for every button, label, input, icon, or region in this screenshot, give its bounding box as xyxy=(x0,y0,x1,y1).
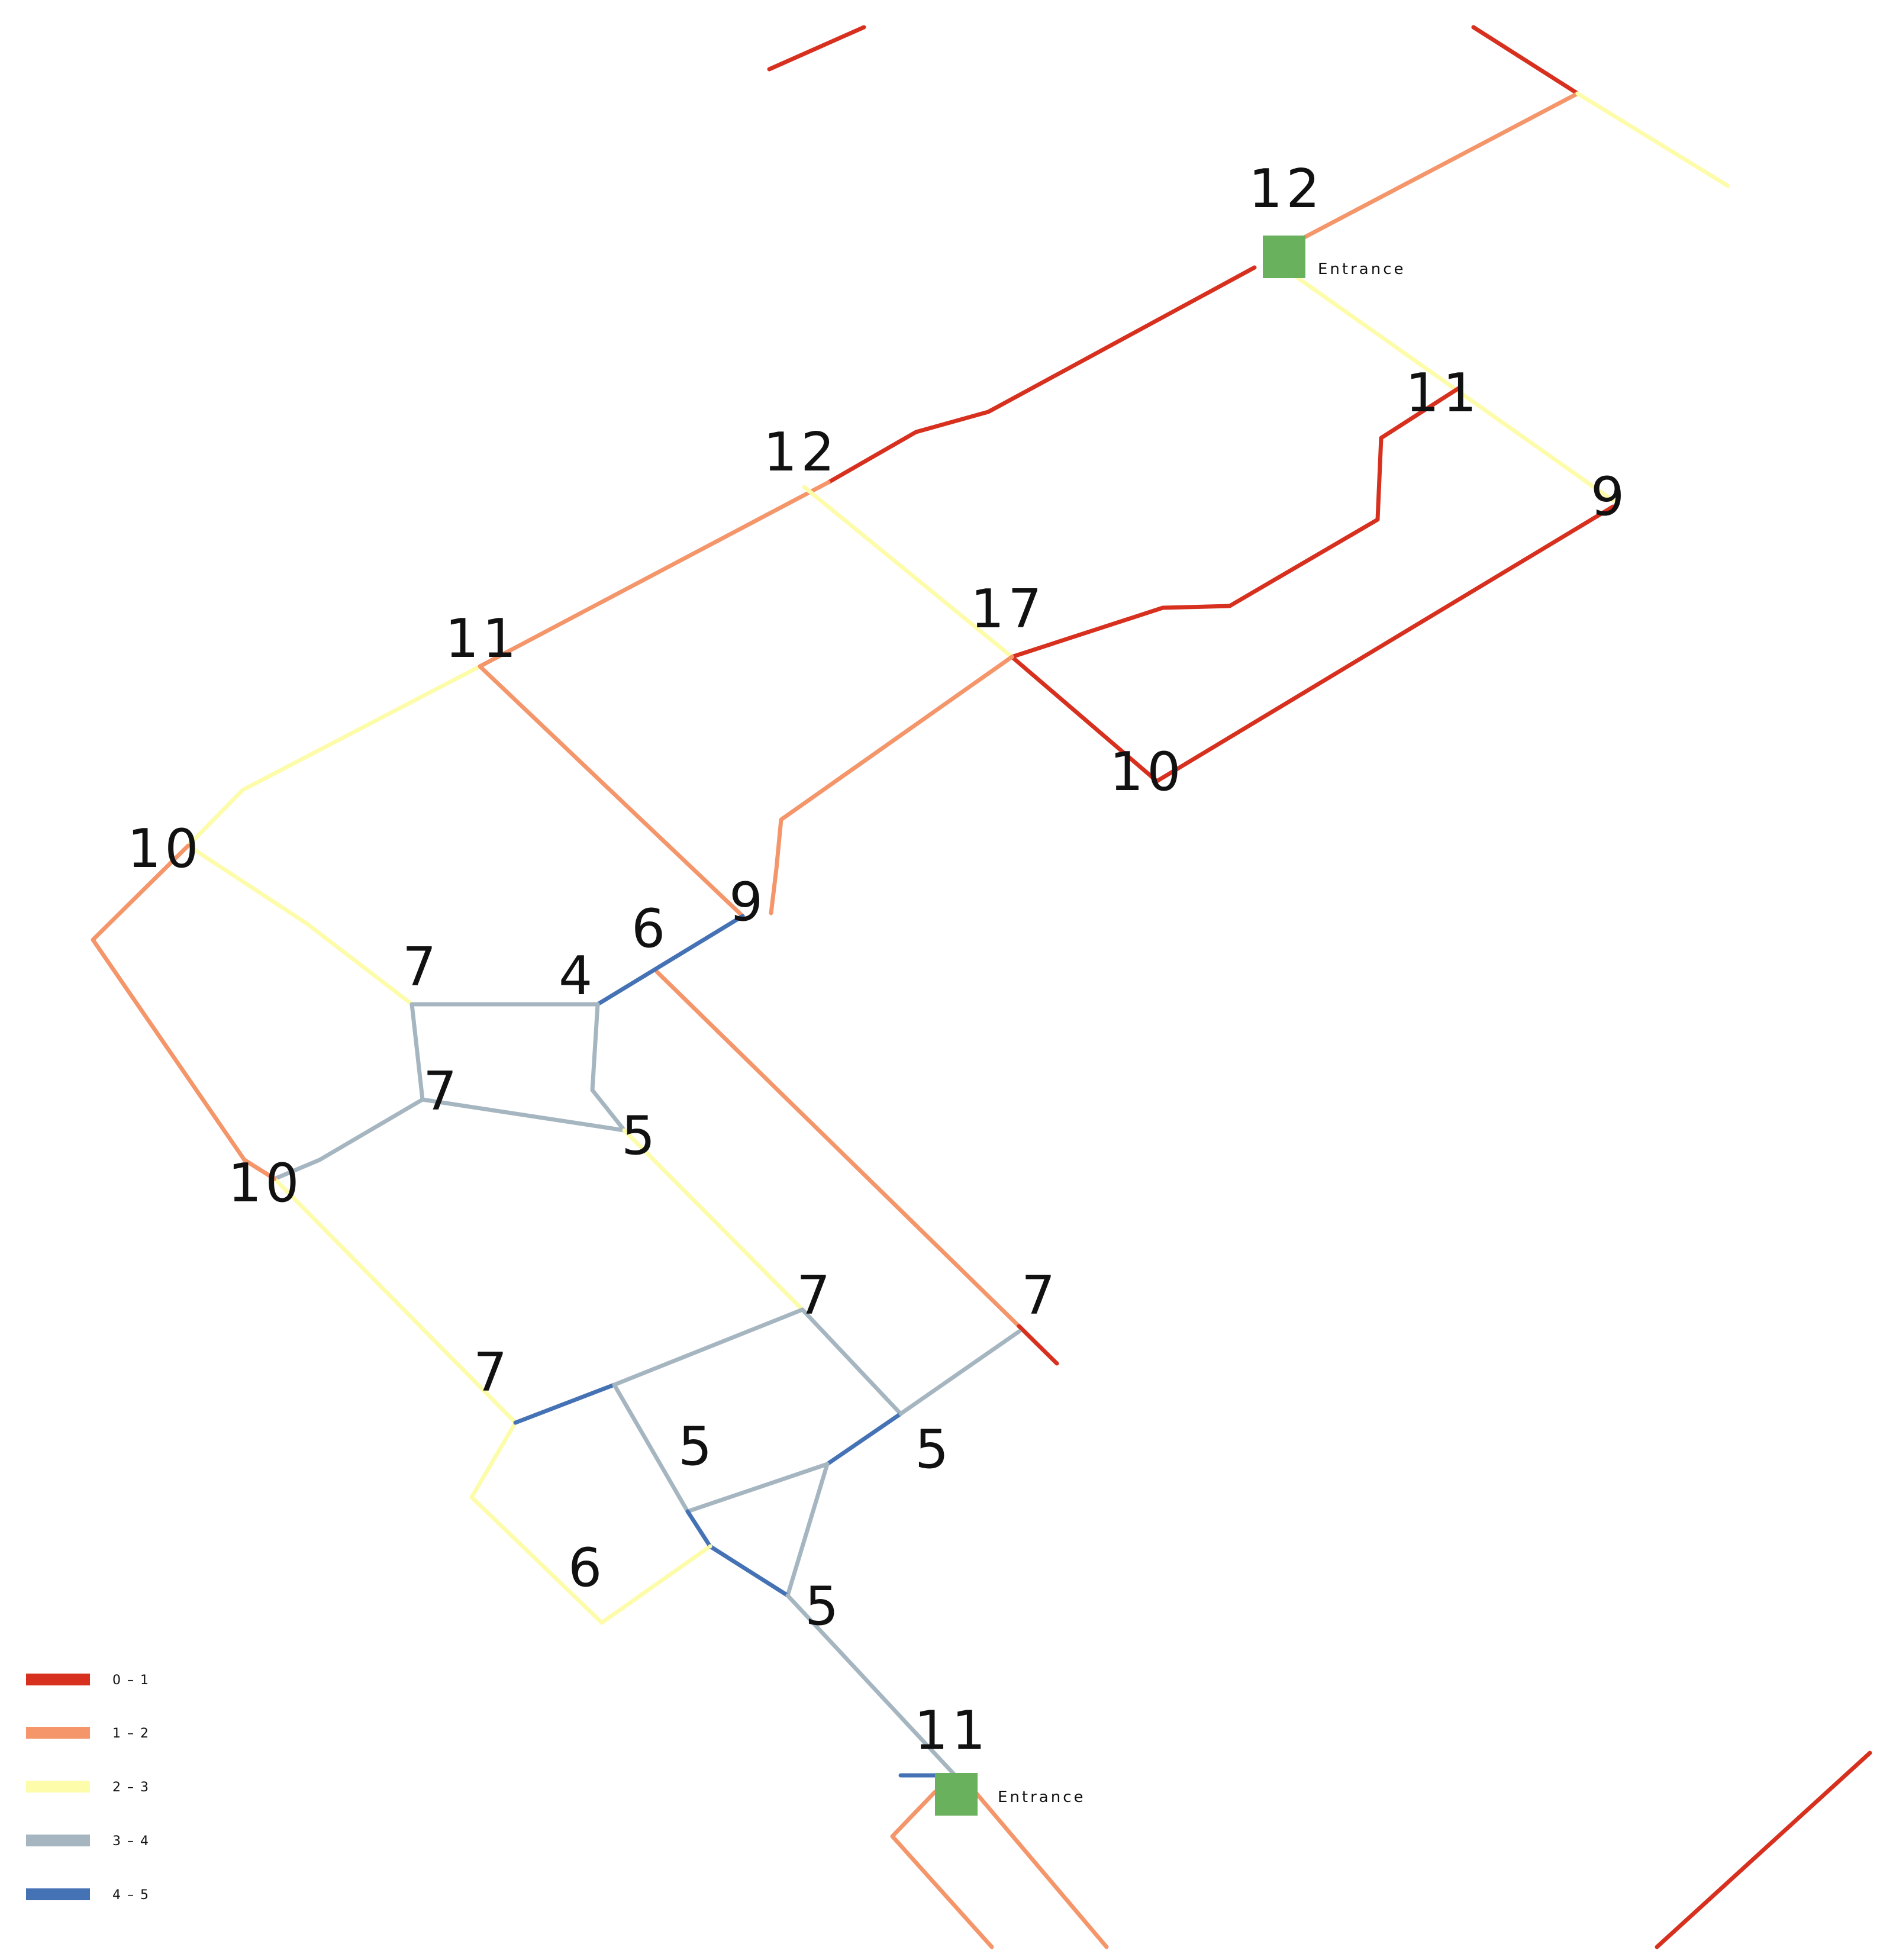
node-value-label: 7 xyxy=(1021,1265,1059,1327)
network-segment[interactable] xyxy=(272,1097,425,1181)
legend-label: 0 – 1 xyxy=(112,1673,150,1688)
entrance-square-icon xyxy=(935,1773,978,1816)
legend-swatch xyxy=(26,1727,90,1739)
legend-entry: 2 – 3 xyxy=(26,1780,150,1795)
legend-entry: 1 – 2 xyxy=(26,1726,150,1741)
network-segment[interactable] xyxy=(186,664,482,848)
network-segment[interactable] xyxy=(91,843,247,1162)
node-value-label: 7 xyxy=(473,1342,511,1404)
network-segment[interactable] xyxy=(898,1329,1021,1416)
network-segment[interactable] xyxy=(272,1176,518,1425)
node-value-label: 11 xyxy=(1405,362,1481,424)
network-segment[interactable] xyxy=(1575,91,1730,188)
node-value-label: 12 xyxy=(763,421,839,483)
legend-swatch xyxy=(26,1835,90,1846)
network-segment[interactable] xyxy=(478,664,745,918)
network-segment[interactable] xyxy=(890,1790,994,1949)
network-segment[interactable] xyxy=(612,1382,690,1514)
network-segment[interactable] xyxy=(478,480,831,669)
network-segment[interactable] xyxy=(1017,1324,1059,1366)
network-segment[interactable] xyxy=(242,1158,277,1181)
network-segment[interactable] xyxy=(469,1420,712,1625)
node-value-label: 7 xyxy=(796,1265,834,1327)
node-value-label: 5 xyxy=(805,1575,842,1637)
network-segment[interactable] xyxy=(1010,504,1615,784)
network-segment[interactable] xyxy=(513,1382,617,1425)
network-segment[interactable] xyxy=(685,1462,830,1598)
network-segment[interactable] xyxy=(1010,386,1461,659)
network-segment[interactable] xyxy=(1471,25,1580,96)
node-value-label: 7 xyxy=(402,936,440,998)
legend-entry: 0 – 1 xyxy=(26,1673,150,1688)
node-value-label: 17 xyxy=(970,578,1046,640)
network-segment[interactable] xyxy=(186,843,414,1007)
network-segment[interactable] xyxy=(973,1790,1109,1949)
entrance-marker[interactable]: Entrance xyxy=(935,1773,1086,1816)
network-segment[interactable] xyxy=(1294,91,1580,244)
network-segment[interactable] xyxy=(595,914,745,1007)
node-value-label: 6 xyxy=(631,898,669,960)
legend-swatch xyxy=(26,1674,90,1685)
network-segment[interactable] xyxy=(409,1002,425,1102)
legend-label: 1 – 2 xyxy=(112,1726,150,1741)
legend-swatch xyxy=(26,1888,90,1900)
network-segment[interactable] xyxy=(612,1307,805,1387)
network-segment[interactable] xyxy=(767,25,866,72)
node-value-label: 9 xyxy=(729,871,766,933)
node-labels: 12 11 9 12 17 11 10 10 9 6 7 4 7 5 10 7 … xyxy=(127,158,1628,1762)
network-segment[interactable] xyxy=(825,1411,903,1466)
node-value-label: 5 xyxy=(915,1419,952,1481)
node-value-label: 5 xyxy=(678,1416,715,1478)
legend-label: 3 – 4 xyxy=(112,1834,150,1849)
node-value-label: 5 xyxy=(621,1105,659,1167)
node-value-label: 11 xyxy=(914,1700,989,1762)
legend: 0 – 1 1 – 2 2 – 3 3 – 4 4 – 5 xyxy=(26,1673,150,1903)
network-segment[interactable] xyxy=(622,1128,805,1312)
network-segment[interactable] xyxy=(826,265,1257,485)
node-value-label: 12 xyxy=(1249,158,1324,220)
legend-swatch xyxy=(26,1781,90,1793)
network-segments xyxy=(91,25,1872,1949)
entrance-marker[interactable]: Entrance xyxy=(1263,236,1406,278)
node-value-label: 11 xyxy=(445,608,520,670)
network-segment[interactable] xyxy=(802,485,1014,659)
node-value-label: 10 xyxy=(127,818,202,880)
node-value-label: 6 xyxy=(568,1537,605,1599)
network-segment[interactable] xyxy=(590,1002,627,1133)
node-value-label: 9 xyxy=(1591,466,1628,528)
legend-entry: 3 – 4 xyxy=(26,1834,150,1849)
network-segment[interactable] xyxy=(654,969,1021,1329)
network-segment[interactable] xyxy=(800,1307,903,1416)
network-segment[interactable] xyxy=(420,1097,627,1133)
network-segment[interactable] xyxy=(785,1593,957,1778)
node-value-label: 4 xyxy=(559,945,596,1007)
network-segment[interactable] xyxy=(769,655,1014,915)
node-value-label: 7 xyxy=(423,1060,460,1123)
entrance-label: Entrance xyxy=(1318,260,1406,278)
entrance-markers: Entrance Entrance xyxy=(935,236,1406,1816)
legend-entry: 4 – 5 xyxy=(26,1888,150,1903)
entrance-square-icon xyxy=(1263,236,1305,278)
network-segment[interactable] xyxy=(1655,1751,1872,1949)
legend-label: 2 – 3 xyxy=(112,1780,150,1795)
node-value-label: 10 xyxy=(1110,741,1185,803)
node-value-label: 10 xyxy=(228,1152,303,1214)
legend-label: 4 – 5 xyxy=(112,1888,150,1903)
entrance-label: Entrance xyxy=(998,1788,1086,1806)
